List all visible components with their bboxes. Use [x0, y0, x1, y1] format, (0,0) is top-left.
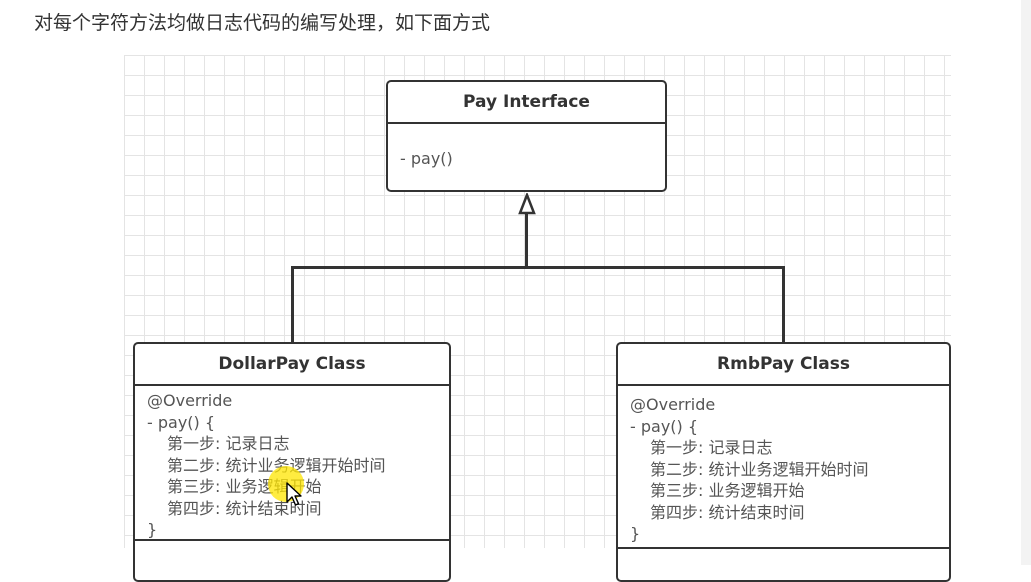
rmbpay-class-box: RmbPay Class @Override - pay() { 第一步: 记录…	[616, 342, 951, 582]
inheritance-arrowhead-icon	[518, 193, 536, 215]
rmbpay-connector-line	[782, 266, 785, 344]
dollarpay-line-step2: 第二步: 统计业务逻辑开始时间	[167, 455, 386, 475]
pay-interface-title: Pay Interface	[388, 82, 665, 124]
inheritance-trunk-line	[525, 212, 528, 268]
rmbpay-line-annotation: @Override	[630, 395, 716, 414]
rmbpay-line-step1: 第一步: 记录日志	[650, 438, 773, 457]
pay-interface-method: - pay()	[400, 149, 453, 168]
dollarpay-line-step1: 第一步: 记录日志	[167, 434, 290, 453]
rmbpay-line-step3: 第三步: 业务逻辑开始	[650, 481, 805, 500]
rmbpay-class-title: RmbPay Class	[618, 344, 949, 386]
rmbpay-line-close: }	[630, 524, 641, 543]
rmbpay-line-method: - pay() {	[630, 416, 699, 436]
rmbpay-divider	[618, 547, 949, 549]
dollarpay-line-method: - pay() {	[147, 412, 216, 432]
dollarpay-divider	[135, 539, 449, 541]
dollarpay-line-step4: 第四步: 统计结束时间	[167, 498, 322, 518]
dollarpay-line-annotation: @Override	[147, 391, 233, 410]
page-scrollbar[interactable]	[1021, 0, 1031, 565]
dollarpay-line-close: }	[147, 520, 158, 539]
rmbpay-line-step4: 第四步: 统计结束时间	[650, 502, 805, 522]
dollarpay-class-box: DollarPay Class @Override - pay() { 第一步:…	[133, 342, 451, 582]
rmbpay-line-step2: 第二步: 统计业务逻辑开始时间	[650, 459, 869, 479]
dollarpay-class-title: DollarPay Class	[135, 344, 449, 386]
pay-interface-box: Pay Interface - pay()	[386, 80, 667, 192]
inheritance-horizontal-line	[291, 266, 785, 269]
page-heading: 对每个字符方法均做日志代码的编写处理，如下面方式	[34, 12, 491, 34]
mouse-pointer-icon	[286, 482, 302, 506]
dollarpay-connector-line	[291, 266, 294, 344]
